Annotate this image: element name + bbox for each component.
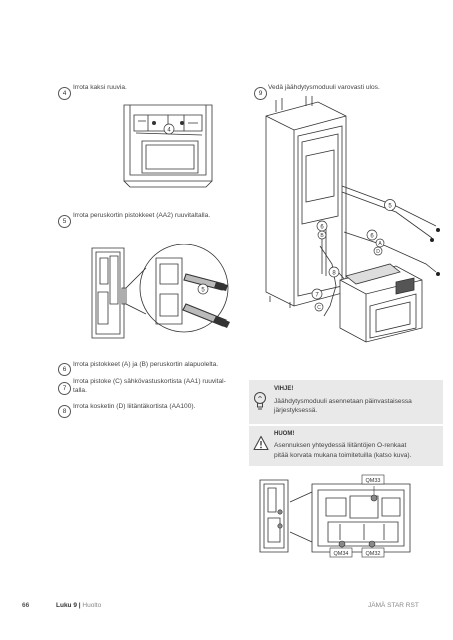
figure-o-ring-connections: QM33 QM34 QM32 <box>259 474 411 558</box>
tip-text-line1: Jäähdytysmoduuli asennetaan päinvastaise… <box>274 398 412 405</box>
label-qm32: QM32 <box>366 551 381 557</box>
step-number-4: 4 <box>58 87 71 100</box>
step-number-8: 8 <box>58 405 71 418</box>
fig3-letter-a: A <box>378 241 382 247</box>
figure-disconnect-plugs: 5 <box>91 244 230 339</box>
tip-heading: VIHJE! <box>274 386 294 392</box>
lightbulb-icon <box>254 392 266 410</box>
label-qm34: QM34 <box>334 551 349 557</box>
warning-heading: HUOM! <box>274 431 295 437</box>
footer-product: JÄMÄ STAR RST <box>368 602 419 609</box>
footer-section: Huolto <box>82 602 102 609</box>
fig1-step-label: 4 <box>167 128 171 134</box>
step-5-text: Irrota peruskortin pistokkeet (AA2) ruuv… <box>73 212 211 219</box>
fig2-step-label: 5 <box>201 288 205 294</box>
tip-box: VIHJE! Jäähdytysmoduuli asennetaan päinv… <box>249 380 443 424</box>
step-7-text-line2: talla. <box>73 387 87 394</box>
fig3-step-6: 6 <box>370 234 374 240</box>
label-qm33: QM33 <box>366 478 381 484</box>
step-number-5: 5 <box>58 215 71 228</box>
step-8-text: Irrota kosketin (D) liitäntäkortista (AA… <box>73 403 196 410</box>
warning-text-line2: pitää korvata mukana toimitetuilla (kats… <box>274 452 412 459</box>
figure-remove-screws: 4 <box>123 104 213 188</box>
step-6-text: Irrota pistokkeet (A) ja (B) peruskortin… <box>73 361 219 368</box>
step-4-text: Irrota kaksi ruuvia. <box>73 84 127 91</box>
fig3-step-5: 5 <box>388 204 392 210</box>
fig3-step-8: 8 <box>332 271 336 277</box>
step-7-text-line1: Irrota pistoke (C) sähkövastuskortista (… <box>73 378 226 385</box>
warning-box: HUOM! Asennuksen yhteydessä liitäntöjen … <box>249 426 443 466</box>
fig3-step-7: 7 <box>315 293 319 299</box>
warning-text-line1: Asennuksen yhteydessä liitäntöjen O-renk… <box>274 442 407 449</box>
page-number: 66 <box>22 602 30 609</box>
step-number-7: 7 <box>58 382 71 395</box>
step-9-text: Vedä jäähdytysmoduuli varovasti ulos. <box>268 84 380 91</box>
fig3-step-6b: 6 <box>320 225 324 231</box>
figure-pull-out-module: 5 6 A 6 B 8 7 C D <box>265 96 440 343</box>
warning-triangle-icon <box>253 435 269 451</box>
step-number-6: 6 <box>58 363 71 376</box>
footer-chapter-label: Luku 9 | <box>56 602 81 609</box>
tip-text-line2: järjestyksessä. <box>274 407 318 414</box>
step-number-9: 9 <box>254 87 267 100</box>
footer-chapter: Luku 9 | Huolto <box>56 602 101 609</box>
fig3-letter-d: D <box>376 249 380 255</box>
fig3-letter-b: B <box>320 233 324 239</box>
fig3-letter-c: C <box>317 305 321 311</box>
